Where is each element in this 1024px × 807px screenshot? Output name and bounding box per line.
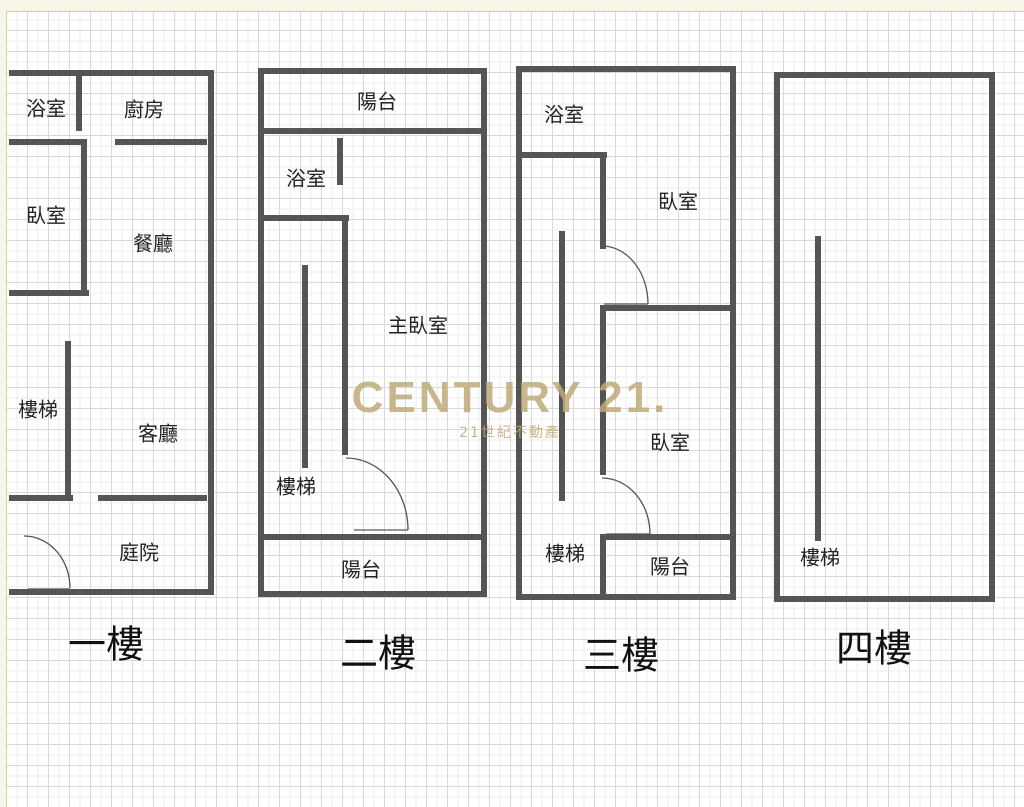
room-label: 浴室 bbox=[286, 166, 326, 191]
floor-3-walls bbox=[516, 66, 736, 600]
room-label: 樓梯 bbox=[800, 545, 840, 570]
room-label: 餐廳 bbox=[133, 231, 173, 256]
room-label: 陽台 bbox=[357, 89, 397, 114]
room-label: 臥室 bbox=[650, 430, 690, 455]
room-label: 樓梯 bbox=[18, 397, 58, 422]
room-label: 廚房 bbox=[124, 97, 164, 122]
door-floor-3-lower bbox=[601, 477, 651, 535]
room-label: 主臥室 bbox=[388, 313, 448, 338]
door-floor-2 bbox=[345, 457, 409, 531]
floor-1-walls bbox=[9, 70, 214, 595]
room-label: 浴室 bbox=[26, 96, 66, 121]
floor-4-title: 四樓 bbox=[835, 626, 913, 671]
room-label: 樓梯 bbox=[545, 541, 585, 566]
room-label: 客廳 bbox=[138, 421, 178, 446]
room-label: 樓梯 bbox=[276, 474, 316, 499]
floor-2-title: 二樓 bbox=[339, 631, 417, 676]
room-label: 臥室 bbox=[26, 203, 66, 228]
room-label: 庭院 bbox=[119, 540, 159, 565]
floor-4-walls bbox=[774, 72, 995, 602]
watermark-subtitle: 21世紀不動產 bbox=[459, 425, 561, 441]
floor-2-walls bbox=[258, 68, 487, 597]
floor-3-title: 三樓 bbox=[582, 633, 660, 678]
room-label: 臥室 bbox=[658, 189, 698, 214]
room-label: 陽台 bbox=[650, 554, 690, 579]
door-floor-3-upper bbox=[601, 245, 649, 305]
room-label: 浴室 bbox=[544, 102, 584, 127]
watermark-logo: CENTURY 21. bbox=[351, 373, 669, 422]
floor-1-title: 一樓 bbox=[67, 622, 145, 667]
door-floor-1 bbox=[23, 535, 71, 590]
room-label: 陽台 bbox=[341, 557, 381, 582]
